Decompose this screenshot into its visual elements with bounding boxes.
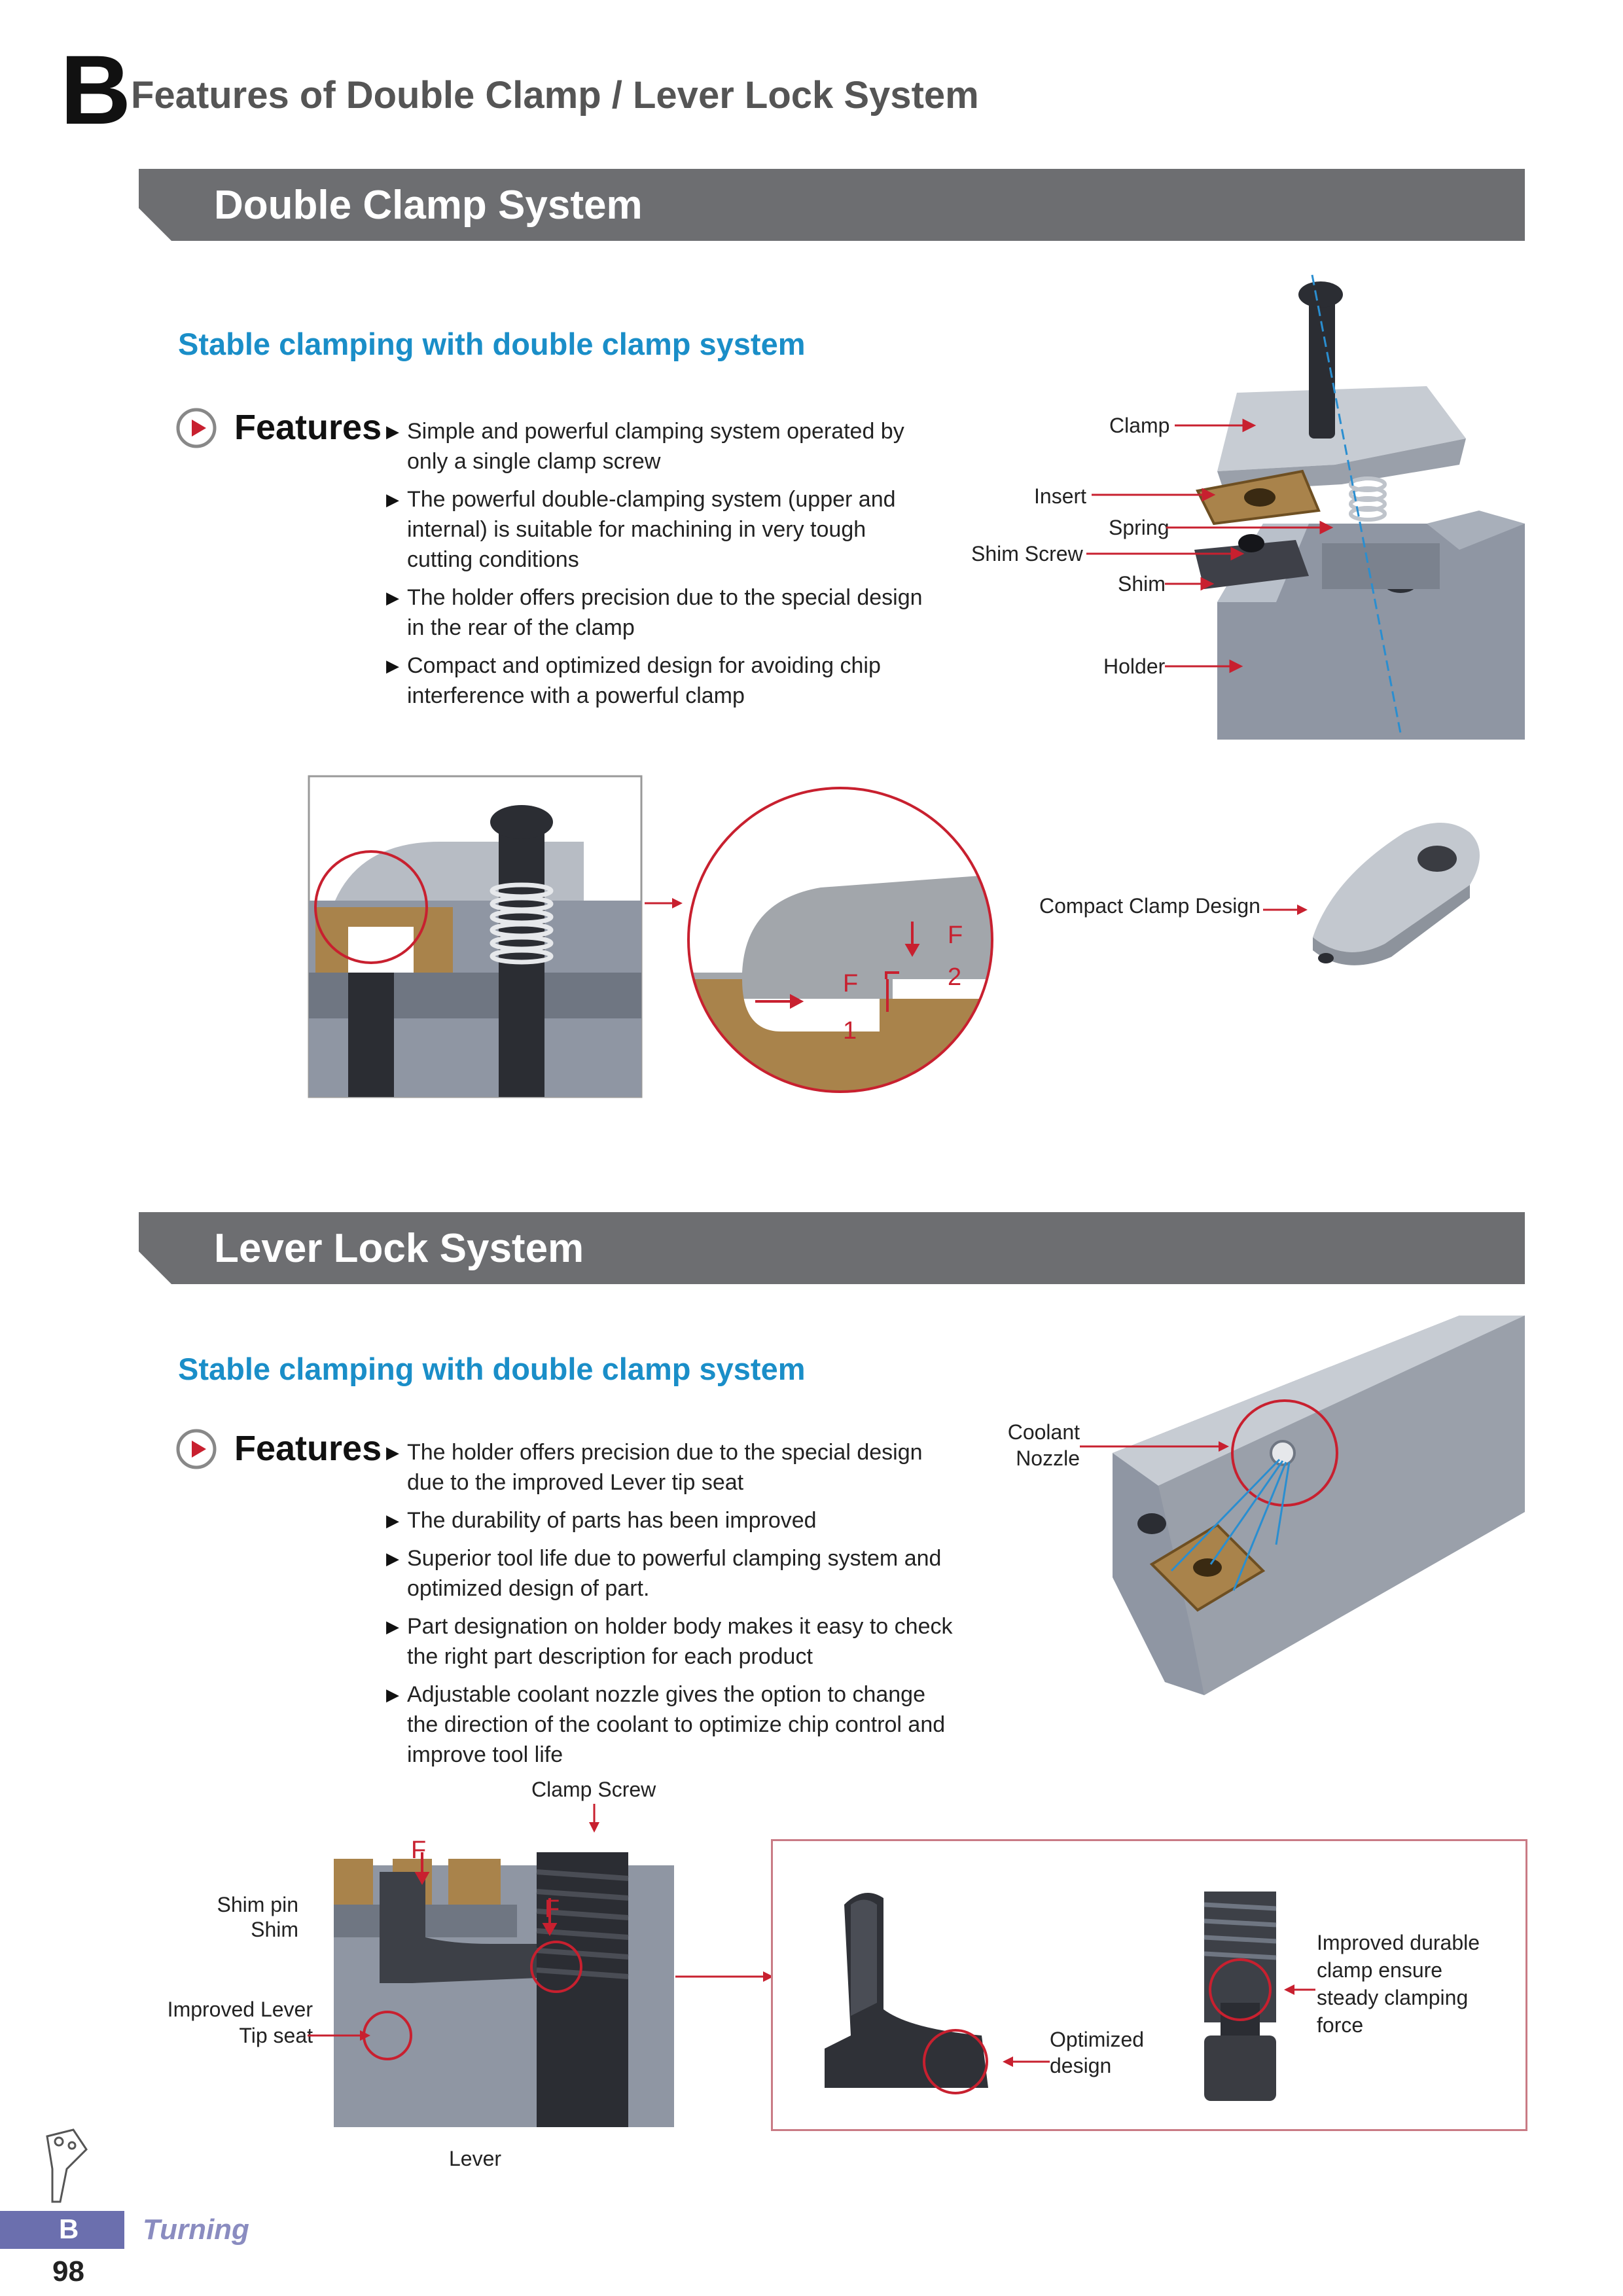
double-clamp-band-title: Double Clamp System xyxy=(214,183,643,228)
page-number: 98 xyxy=(52,2255,84,2287)
lever-tip-arrow xyxy=(308,2030,370,2041)
shim-label: Shim xyxy=(1118,572,1166,596)
durable-label-line4: force xyxy=(1317,2013,1364,2037)
insert-label: Insert xyxy=(1034,484,1087,508)
exploded-assembly-illustration xyxy=(1194,274,1525,740)
durable-label-line3: steady clamping xyxy=(1317,1986,1469,2009)
feature-item: The holder offers precision due to the s… xyxy=(386,1437,962,1498)
turning-tool-icon xyxy=(46,2128,88,2203)
assembly-leader-lines xyxy=(1086,418,1334,673)
force-f1-index: 1 xyxy=(843,1017,857,1045)
feature-item: Adjustable coolant nozzle gives the opti… xyxy=(386,1679,962,1770)
boring-bar-illustration xyxy=(1113,1316,1525,1695)
shim-pin-label: Shim pin xyxy=(217,1893,299,1916)
lever-lock-band-title: Lever Lock System xyxy=(214,1226,584,1271)
spring-label: Spring xyxy=(1109,516,1169,539)
lever-part-illustration xyxy=(825,1893,988,2094)
page-title: Features of Double Clamp / Lever Lock Sy… xyxy=(131,74,979,117)
optimized-label-line1: Optimized xyxy=(1050,2028,1145,2051)
clamp-screw-arrow xyxy=(589,1804,599,1833)
compact-clamp-illustration xyxy=(1313,823,1480,965)
double-clamp-subheading: Stable clamping with double clamp system xyxy=(178,327,806,361)
improved-lever-label-line1: Improved Lever xyxy=(167,1998,313,2021)
detail-panel-arrow xyxy=(675,1971,774,1982)
coolant-label-line2: Nozzle xyxy=(1016,1446,1080,1470)
durable-arrow xyxy=(1284,1984,1315,1995)
feature-item: The powerful double-clamping system (upp… xyxy=(386,484,936,575)
clamp-screw-part-illustration xyxy=(1204,1892,1277,2101)
force-f1-letter: F xyxy=(843,970,859,997)
holder-label: Holder xyxy=(1103,655,1166,678)
clamp-zoom-detail xyxy=(687,787,993,1093)
optimized-label-line2: design xyxy=(1050,2054,1112,2077)
durable-label-line1: Improved durable xyxy=(1317,1931,1480,1954)
play-circle-icon xyxy=(176,1429,217,1469)
lever-label: Lever xyxy=(449,2147,502,2170)
coolant-arrow xyxy=(1080,1441,1229,1452)
feature-item: The holder offers precision due to the s… xyxy=(386,583,936,643)
compact-clamp-label: Compact Clamp Design xyxy=(1039,894,1260,918)
feature-item: Simple and powerful clamping system oper… xyxy=(386,416,936,476)
lever-lock-subheading: Stable clamping with double clamp system xyxy=(178,1352,806,1386)
shim-screw-label: Shim Screw xyxy=(971,542,1083,565)
feature-item: The durability of parts has been improve… xyxy=(386,1505,962,1535)
lever-lock-cross-section xyxy=(334,1833,674,2127)
play-circle-icon xyxy=(176,408,217,448)
lever-lock-feature-list: The holder offers precision due to the s… xyxy=(386,1437,962,1778)
lever-force-f2: F xyxy=(544,1895,560,1923)
double-clamp-section-band: Double Clamp System xyxy=(139,169,1525,241)
compact-clamp-arrow xyxy=(1263,905,1308,915)
force-f2-letter: F xyxy=(948,922,963,949)
improved-lever-label-line2: Tip seat xyxy=(239,2024,313,2047)
feature-item: Superior tool life due to powerful clamp… xyxy=(386,1543,962,1604)
lever-lock-section-band: Lever Lock System xyxy=(139,1212,1525,1284)
durable-label-line2: clamp ensure xyxy=(1317,1958,1443,1982)
double-clamp-features-label: Features xyxy=(234,408,382,447)
double-clamp-feature-list: Simple and powerful clamping system oper… xyxy=(386,416,936,719)
section-name: Turning xyxy=(143,2214,249,2246)
clamp-screw-label: Clamp Screw xyxy=(531,1778,656,1801)
chapter-letter: B xyxy=(60,35,132,145)
lever-force-f1: F xyxy=(411,1837,427,1864)
optimized-arrow xyxy=(1003,2056,1050,2067)
feature-item: Part designation on holder body makes it… xyxy=(386,1611,962,1672)
section-tab-letter: B xyxy=(59,2214,79,2244)
force-f2-index: 2 xyxy=(948,963,962,991)
double-clamp-cross-section xyxy=(308,775,643,1098)
feature-item: Compact and optimized design for avoidin… xyxy=(386,651,936,711)
lever-lock-features-label: Features xyxy=(234,1429,382,1468)
zoom-arrow xyxy=(645,898,683,908)
shim-label: Shim xyxy=(251,1918,298,1941)
coolant-label-line1: Coolant xyxy=(1007,1420,1080,1444)
clamp-label: Clamp xyxy=(1109,414,1170,437)
section-tab: B xyxy=(0,2211,124,2249)
